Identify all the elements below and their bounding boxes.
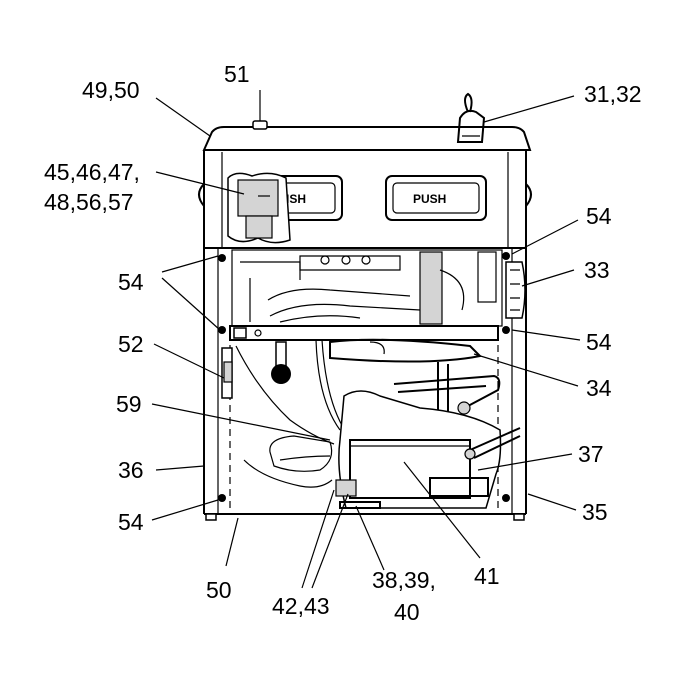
wire-bundle xyxy=(235,339,347,488)
push-button-right: PUSH xyxy=(385,175,487,221)
compressor xyxy=(335,390,502,509)
callout-labels: 49,50 51 31,32 45,46,47, 48,56,57 54 54 … xyxy=(44,61,642,625)
callout-49-50: 49,50 xyxy=(82,77,140,103)
cross-rail xyxy=(229,325,499,341)
callout-37: 37 xyxy=(578,441,604,467)
callout-54-left: 54 xyxy=(118,269,144,295)
callout-54-bottom-left: 54 xyxy=(118,509,144,535)
callout-59: 59 xyxy=(116,391,142,417)
callout-35: 35 xyxy=(582,499,608,525)
callout-45-46-47: 45,46,47, xyxy=(44,159,140,185)
callout-51: 51 xyxy=(224,61,250,87)
condenser-tube xyxy=(464,427,521,460)
callout-33: 33 xyxy=(584,257,610,283)
mounting-screws xyxy=(218,252,510,502)
push-button-right-label: PUSH xyxy=(413,192,446,206)
callout-52: 52 xyxy=(118,331,144,357)
drain-knob xyxy=(271,341,291,384)
callout-38-39: 38,39, xyxy=(372,567,436,593)
push-button-left-label: ISH xyxy=(286,192,306,206)
callout-36: 36 xyxy=(118,457,144,483)
leader-lines xyxy=(151,90,581,589)
plumbing-panel xyxy=(231,249,503,327)
valve-cutaway xyxy=(227,172,291,244)
bubbler-spout xyxy=(456,92,486,143)
callout-54-mid-right: 54 xyxy=(586,329,612,355)
callout-48-56-57: 48,56,57 xyxy=(44,189,134,215)
bracket-33 xyxy=(505,261,526,319)
upper-panel xyxy=(198,150,532,249)
callout-41: 41 xyxy=(474,563,500,589)
callout-42-43: 42,43 xyxy=(272,593,330,619)
bracket-52 xyxy=(221,347,233,399)
callout-50: 50 xyxy=(206,577,232,603)
callout-54-top-right: 54 xyxy=(586,203,612,229)
callout-31-32: 31,32 xyxy=(584,81,642,107)
basin-top xyxy=(202,120,532,151)
callout-40: 40 xyxy=(394,599,420,625)
callout-34: 34 xyxy=(586,375,612,401)
